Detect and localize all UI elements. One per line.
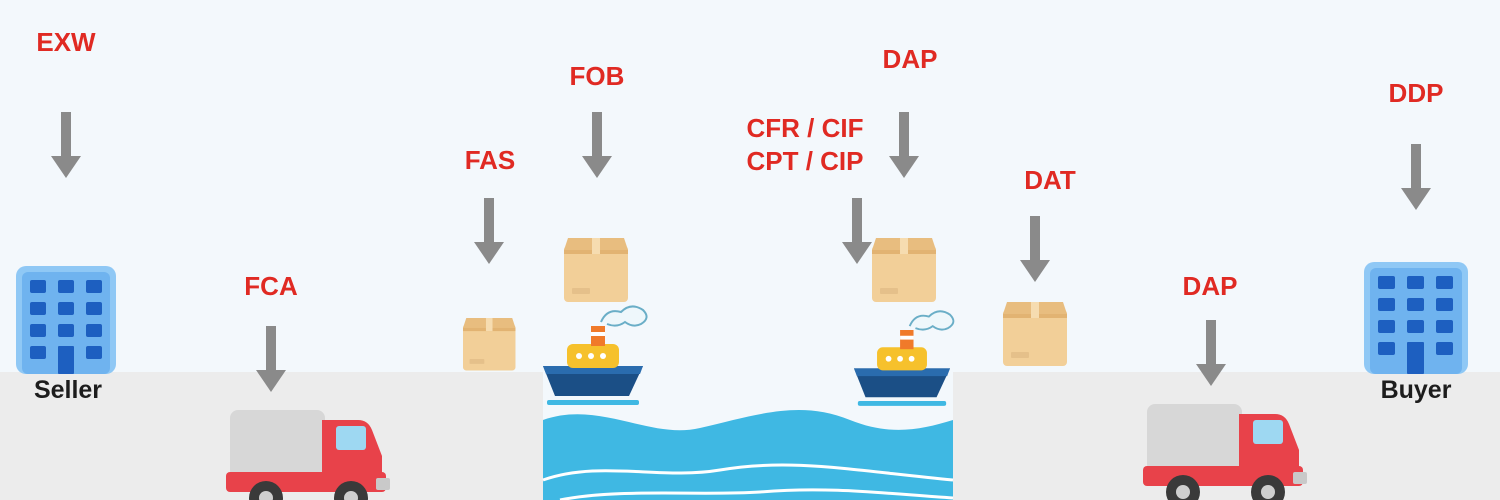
box-dat — [1003, 302, 1067, 366]
seller-building — [16, 266, 116, 374]
arrow-dat — [1020, 216, 1050, 282]
box-cfr — [872, 238, 936, 302]
term-fca: FCA — [244, 271, 298, 301]
term-dat: DAT — [1024, 165, 1076, 195]
buyer-label: Buyer — [1380, 376, 1452, 404]
arrow-fob — [582, 112, 612, 178]
box-fas — [463, 318, 516, 371]
arrow-cfr — [842, 198, 872, 264]
arrow-ddp — [1401, 144, 1431, 210]
term-fas: FAS — [464, 145, 516, 175]
arrow-exw — [51, 112, 81, 178]
sea-waves — [542, 410, 954, 500]
term-dap-top: DAP — [882, 44, 938, 74]
truck-origin — [226, 410, 390, 500]
term-ddp: DDP — [1388, 78, 1444, 108]
term-exw: EXW — [36, 27, 96, 57]
term-cpt-cip: CPT / CIP — [746, 146, 864, 176]
term-cfr-cif: CFR / CIF — [746, 113, 864, 143]
arrow-dap-top — [889, 112, 919, 178]
seller-label: Seller — [33, 376, 103, 404]
arrow-fas — [474, 198, 504, 264]
ship-destination — [853, 310, 955, 407]
ship-origin — [542, 305, 648, 406]
term-dap-bottom: DAP — [1182, 271, 1238, 301]
truck-destination — [1143, 404, 1307, 500]
box-fob — [564, 238, 628, 302]
term-fob: FOB — [569, 61, 625, 91]
buyer-building — [1364, 262, 1468, 374]
